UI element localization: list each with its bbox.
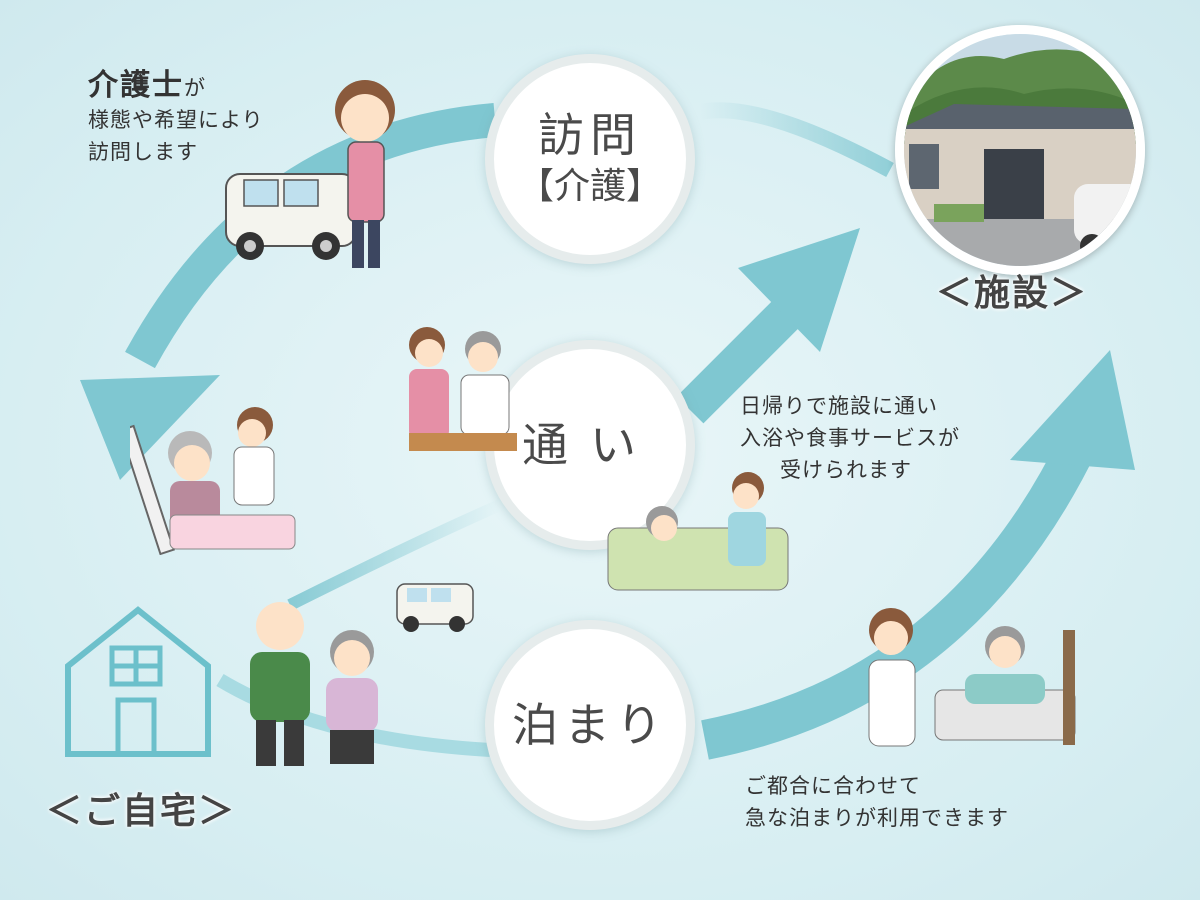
visit-description: 介護士が 様態や希望により 訪問します: [88, 70, 264, 168]
day-desc-line2: 入浴や食事サービスが: [740, 426, 960, 450]
visit-subtitle: 【介護】: [517, 165, 662, 207]
day-title: 通い: [522, 417, 658, 472]
home-label: ＜ご自宅＞: [46, 791, 237, 832]
day-arrow-body: [676, 296, 804, 424]
stay-title: 泊まり: [512, 697, 668, 752]
caregiver-with-van-illustration: [222, 70, 412, 279]
day-desc-line3: 受けられます: [780, 458, 912, 482]
visit-desc-line2: 様態や希望により: [88, 108, 264, 132]
elderly-couple-illustration: [242, 600, 392, 774]
visit-desc-particle: が: [184, 76, 206, 100]
visit-arrow-head: [80, 375, 220, 480]
facility-label: ＜施設＞: [936, 273, 1089, 314]
stay-desc-line1: ご都合に合わせて: [745, 774, 921, 798]
stay-service-circle: 泊まり: [485, 620, 695, 830]
bathing-care-illustration: [600, 470, 790, 599]
stay-description: ご都合に合わせて 急な泊まりが利用できます: [745, 770, 1009, 834]
meal-assistance-illustration: [395, 325, 520, 459]
visit-arrow-tail: [698, 102, 894, 178]
house-icon: [62, 604, 214, 764]
day-description: 日帰りで施設に通い 入浴や食事サービスが 受けられます: [740, 390, 960, 486]
facility-photo: [895, 25, 1145, 275]
day-arrow-head: [738, 228, 860, 352]
overnight-care-illustration: [855, 600, 1085, 754]
day-arrow-tail: [287, 499, 503, 611]
visit-desc-emphasis: 介護士: [88, 68, 184, 103]
visit-desc-line3: 訪問します: [88, 140, 198, 164]
small-van-illustration: [395, 582, 477, 638]
day-desc-line1: 日帰りで施設に通い: [740, 394, 938, 418]
bedside-care-illustration: [118, 405, 300, 559]
stay-arrow-head: [1010, 350, 1135, 470]
stay-arrow-body: [701, 431, 1099, 760]
stay-desc-line2: 急な泊まりが利用できます: [745, 806, 1009, 830]
visit-title: 訪問: [538, 108, 642, 163]
visit-care-circle: 訪問 【介護】: [485, 54, 695, 264]
